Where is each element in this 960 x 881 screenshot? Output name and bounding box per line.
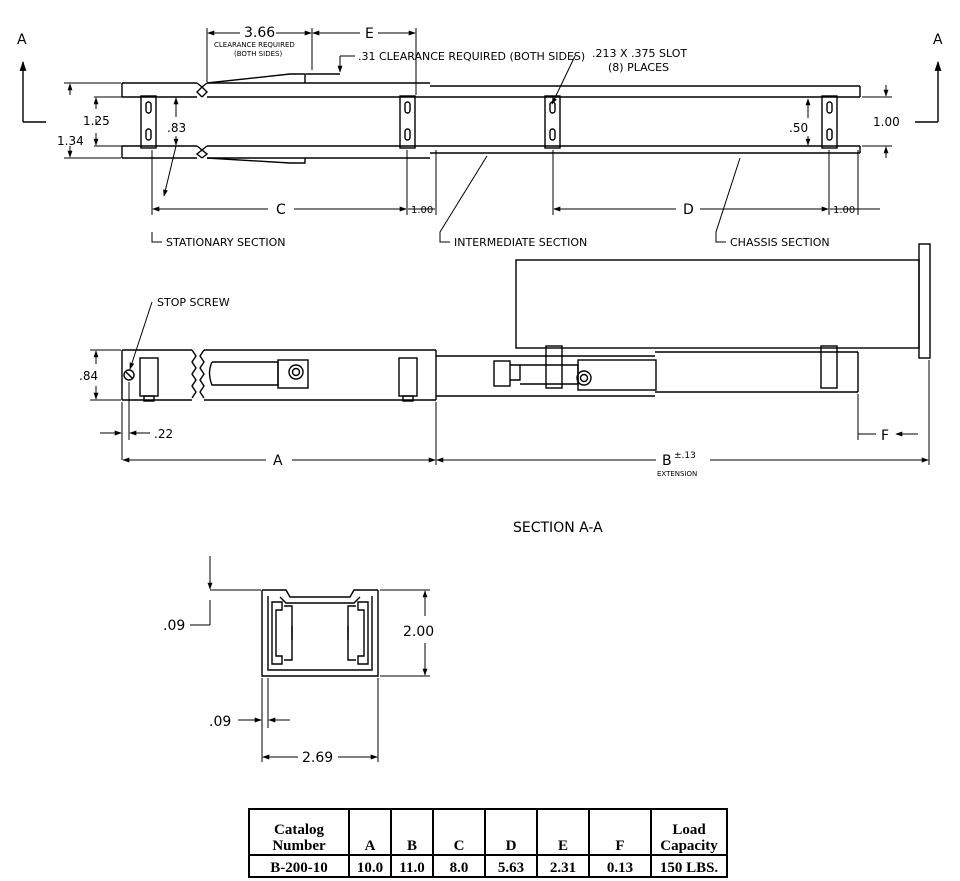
cell-d: 5.63 (484, 854, 538, 878)
dim-e-label: E (365, 26, 374, 42)
dim-d-label: D (683, 202, 694, 218)
dim-83-label: .83 (167, 121, 186, 135)
chassis-section-label: CHASSIS SECTION (730, 236, 830, 249)
dim-1-34-label: 1.34 (57, 134, 84, 148)
table-row: B-200-10 10.0 11.0 8.0 5.63 2.31 0.13 15… (248, 854, 728, 878)
slot-places-label: (8) PLACES (608, 61, 669, 74)
dim-1-00-d-label: 1.00 (833, 205, 855, 216)
spec-table: Catalog Number A B C D E F Load Capacity… (248, 808, 728, 878)
section-letter-right: A (933, 32, 943, 48)
slot-bracket (140, 95, 838, 149)
spec-table-header-row: Catalog Number A B C D E F Load Capacity (248, 808, 728, 856)
section-letter-left: A (17, 32, 27, 48)
dim-22-label: .22 (154, 427, 173, 441)
dim-2-69-label: 2.69 (302, 750, 333, 766)
top-upper-rail (121, 73, 861, 98)
dim-b-tolerance-label: ±.13 (674, 451, 696, 461)
cell-a: 10.0 (348, 854, 392, 878)
slot-size-label: .213 X .375 SLOT (592, 47, 687, 60)
clearance-31-label: .31 CLEARANCE REQUIRED (BOTH SIDES) (358, 50, 585, 63)
dim-2-00-label: 2.00 (403, 624, 434, 640)
header-catalog-number: Catalog Number (248, 808, 350, 856)
dim-50-label: .50 (789, 121, 808, 135)
cell-c: 8.0 (432, 854, 486, 878)
top-lower-rail (121, 145, 861, 164)
cell-e: 2.31 (536, 854, 590, 878)
dim-f-label: F (881, 428, 889, 444)
section-aa-view (190, 556, 430, 762)
cell-f: 0.13 (588, 854, 652, 878)
section-arrow-left (19, 61, 46, 123)
dim-84-label: .84 (79, 369, 98, 383)
header-b: B (390, 808, 434, 856)
top-dimensions (64, 28, 892, 243)
chassis-rail (545, 345, 859, 393)
dim-09-bottom-label: .09 (209, 714, 231, 730)
both-sides-label: (BOTH SIDES) (234, 50, 282, 58)
chassis-box (515, 259, 920, 349)
header-f: F (588, 808, 652, 856)
dim-c-label: C (276, 202, 286, 218)
cell-b: 11.0 (390, 854, 434, 878)
chassis-front-plate (918, 243, 931, 359)
section-arrow-right (915, 61, 942, 123)
intermediate-section-label: INTERMEDIATE SECTION (454, 236, 587, 249)
header-c: C (432, 808, 486, 856)
section-dimensions (190, 556, 430, 762)
dim-1-25-label: 1.25 (83, 114, 110, 128)
clearance-required-label: CLEARANCE REQUIRED (214, 41, 295, 49)
dim-a-label: A (273, 453, 283, 469)
stop-screw-label: STOP SCREW (157, 296, 230, 309)
header-e: E (536, 808, 590, 856)
cell-load-capacity: 150 LBS. (650, 854, 728, 878)
stationary-rail (121, 349, 437, 402)
header-d: D (484, 808, 538, 856)
dim-1-00-right-label: 1.00 (873, 115, 900, 129)
header-load-capacity: Load Capacity (650, 808, 728, 856)
top-view (19, 28, 942, 243)
side-view (90, 243, 931, 465)
header-a: A (348, 808, 392, 856)
cell-catalog-number: B-200-10 (248, 854, 350, 878)
dim-b-label: B (662, 453, 672, 469)
dim-1-00-c-label: 1.00 (411, 205, 433, 216)
dim-3-66-label: 3.66 (244, 25, 275, 41)
side-dimensions (90, 301, 930, 465)
section-aa-title: SECTION A-A (513, 520, 603, 536)
stationary-section-label: STATIONARY SECTION (166, 236, 286, 249)
extension-label: EXTENSION (657, 470, 697, 478)
dim-09-top-label: .09 (163, 618, 185, 634)
